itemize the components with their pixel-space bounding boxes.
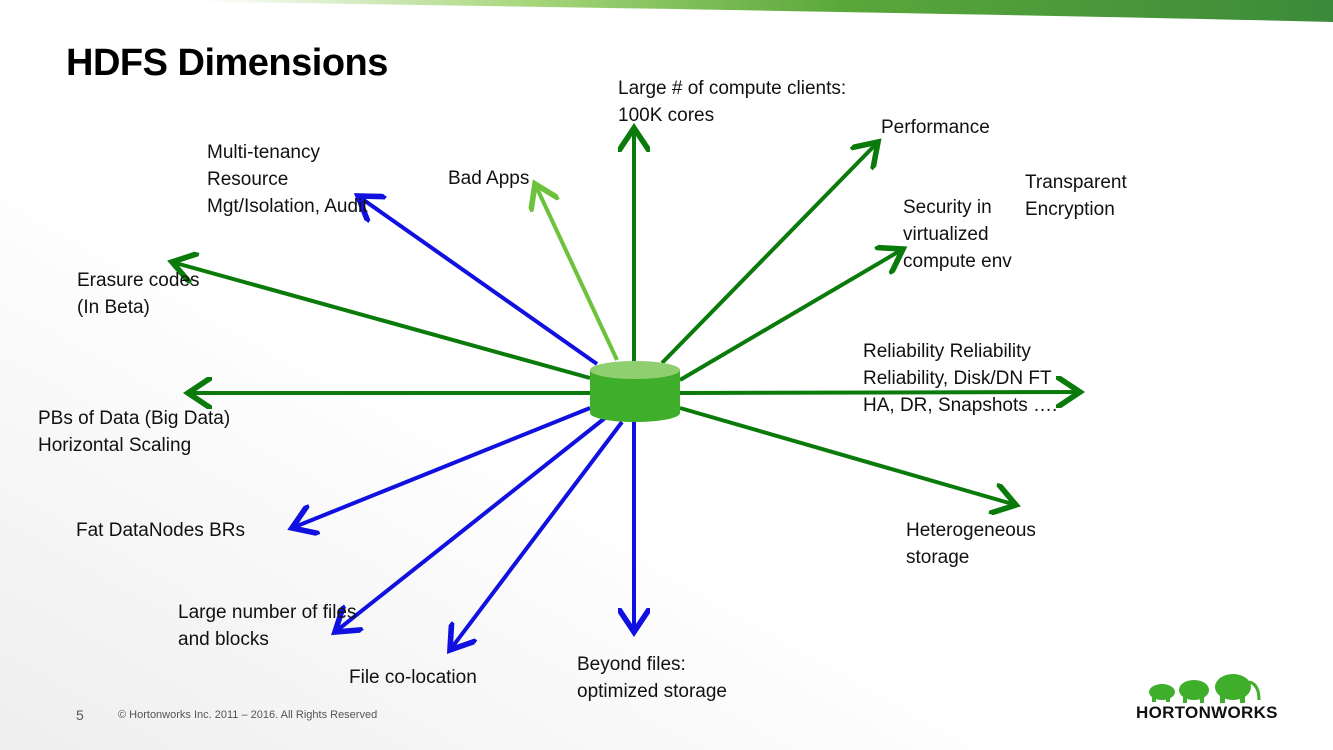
label-line: File co-location [349,667,477,688]
label-line: Reliability, Disk/DN FT [863,368,1052,389]
hortonworks-wordmark: HORTONWORKS [1136,703,1278,722]
hdfs-cylinder-icon [590,361,680,422]
label-large-files-blocks: Large number of files and blocks [178,599,357,653]
copyright-text: © Hortonworks Inc. 2011 – 2016. All Righ… [118,709,378,721]
label-heterogeneous-storage: Heterogeneous storage [906,517,1036,571]
label-line: optimized storage [577,681,727,702]
label-erasure-codes: Erasure codes (In Beta) [77,267,200,321]
page-number: 5 [76,707,84,723]
label-compute-clients: Large # of compute clients: 100K cores [618,75,846,129]
arrow-erasure-codes [172,262,591,380]
label-line: Large # of compute clients: [618,78,847,99]
arrow-heterogeneous-storage [679,406,1016,505]
arrow-security [678,249,903,382]
arrow-fat-datanodes [292,406,591,528]
label-line: Large number of files [178,602,357,623]
label-line: Erasure codes [77,270,200,291]
label-line: Encryption [1025,199,1115,220]
label-line: and blocks [178,629,269,650]
label-fat-datanodes: Fat DataNodes BRs [76,517,245,544]
label-line: Mgt/Isolation, Audit [207,196,368,217]
slide-title: HDFS Dimensions [66,42,388,84]
label-beyond-files: Beyond files: optimized storage [577,651,727,705]
arrow-multi-tenancy [358,196,599,366]
label-line: Multi-tenancy [207,142,320,163]
label-security: Security in virtualized compute env [903,194,1012,275]
arrow-bad-apps [535,184,619,361]
arrow-performance [660,142,878,365]
hortonworks-elephants-logo [1149,674,1261,703]
label-line: HA, DR, Snapshots …. [863,395,1058,416]
label-line: Heterogeneous [906,520,1036,541]
label-line: Fat DataNodes BRs [76,520,245,541]
label-line: Horizontal Scaling [38,435,192,456]
label-line: (In Beta) [77,297,150,318]
label-line: PBs of Data (Big Data) [38,408,231,429]
label-line: virtualized [903,224,989,245]
label-file-colocation: File co-location [349,664,477,691]
label-line: Reliability Reliability [863,341,1031,362]
label-performance: Performance [881,114,990,141]
label-line: Bad Apps [448,168,530,189]
label-pbs-of-data: PBs of Data (Big Data) Horizontal Scaling [38,405,230,459]
label-line: Resource [207,169,289,190]
label-line: Transparent [1025,172,1127,193]
label-line: storage [906,547,970,568]
label-line: 100K cores [618,105,715,126]
label-line: Performance [881,117,990,138]
label-line: compute env [903,251,1012,272]
arrow-large-files-blocks [335,416,607,632]
arrow-file-colocation [450,420,624,650]
label-bad-apps: Bad Apps [448,165,529,192]
label-line: Beyond files: [577,654,686,675]
label-line: Security in [903,197,992,218]
arrow-reliability [679,392,1080,393]
